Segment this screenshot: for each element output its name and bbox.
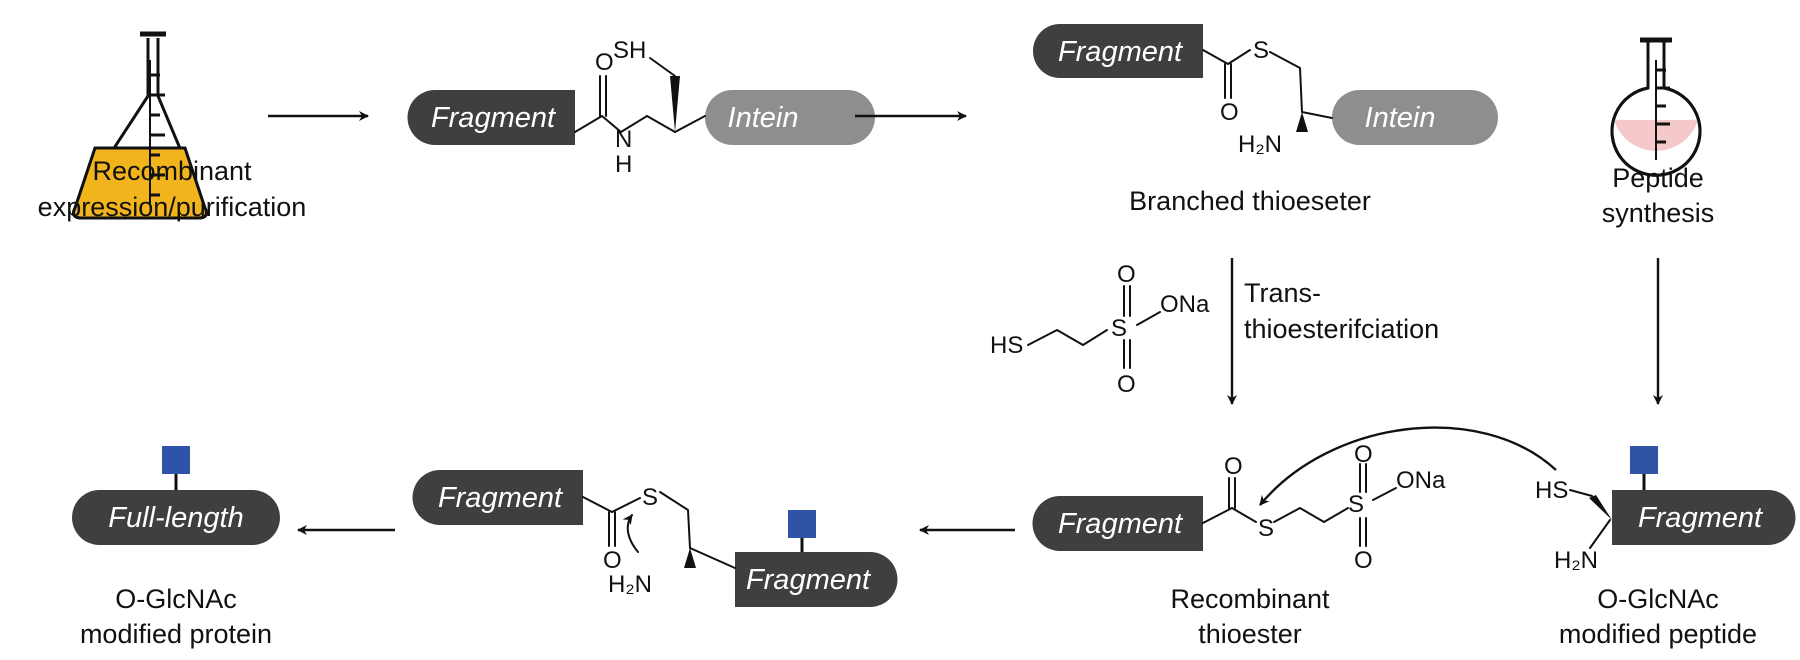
- intein-pill-label: Intein: [1365, 102, 1436, 134]
- mesna-reagent: HS S O O ONa: [990, 261, 1210, 398]
- fragment-pill-label: Fragment: [746, 564, 872, 596]
- oglcnac-peptide: Fragment HS H₂N: [1535, 446, 1796, 574]
- chem-O: O: [603, 547, 622, 574]
- chem-S: S: [1111, 315, 1127, 342]
- fragment-pill: [735, 552, 898, 607]
- ligation-intermediate: Fragment Fragment S O H₂N: [412, 470, 898, 607]
- oglcnac-peptide-label-1: O-GlcNAc: [1597, 584, 1719, 614]
- curved-arrow-ligation: [1259, 426, 1557, 506]
- chem-SH: SH: [613, 37, 646, 64]
- recombinant-thioester-label-2: thioester: [1198, 619, 1302, 649]
- glcnac-square: [788, 510, 816, 538]
- chem-H: H: [615, 151, 632, 178]
- oglcnac-protein-label-2: modified protein: [80, 619, 272, 649]
- chem-O: O: [1220, 99, 1239, 126]
- chem-O: O: [1117, 261, 1136, 288]
- chem-ONa: ONa: [1396, 467, 1446, 494]
- chem-HS: HS: [990, 332, 1023, 359]
- intein-pill: [705, 90, 875, 145]
- peptide-synthesis-label-2: synthesis: [1602, 198, 1715, 228]
- recombinant-expression-label-1: Recombinant: [92, 156, 252, 186]
- full-length-protein: Full-length: [72, 446, 280, 545]
- chem-O: O: [1354, 547, 1373, 574]
- chem-ONa: ONa: [1160, 291, 1210, 318]
- round-bottom-flask-icon: [1610, 37, 1702, 177]
- recombinant-thioester-label-1: Recombinant: [1170, 584, 1330, 614]
- full-length-pill-label: Full-length: [108, 502, 243, 534]
- full-length-pill: [72, 490, 280, 545]
- oglcnac-protein-label-1: O-GlcNAc: [115, 584, 237, 614]
- intein-pill-label: Intein: [728, 102, 799, 134]
- fragment-pill-label: Fragment: [1058, 36, 1184, 68]
- fragment-pill: [412, 470, 583, 525]
- chem-N: N: [615, 126, 632, 153]
- chem-HS: HS: [1535, 477, 1568, 504]
- fragment-pill: [407, 90, 575, 145]
- fragment-pill-label: Fragment: [1638, 502, 1764, 534]
- branched-thioester-label: Branched thioeseter: [1129, 186, 1371, 216]
- glcnac-square: [162, 446, 190, 474]
- chem-S: S: [642, 484, 658, 511]
- fragment-pill: [1033, 24, 1203, 78]
- intein-pill: [1332, 90, 1498, 145]
- transthioesterification-label-1: Trans-: [1244, 278, 1321, 308]
- chem-O: O: [1354, 441, 1373, 468]
- fragment-pill-label: Fragment: [438, 482, 564, 514]
- transthioesterification-label-2: thioesterifciation: [1244, 314, 1439, 344]
- glcnac-square: [1630, 446, 1658, 474]
- fragment-pill-label: Fragment: [431, 102, 557, 134]
- recombinant-expression-label-2: expression/purification: [38, 192, 307, 222]
- branched-thioester: Fragment Intein S O H₂N: [1033, 24, 1498, 158]
- peptide-synthesis-label-1: Peptide: [1612, 163, 1704, 193]
- chem-S: S: [1348, 491, 1364, 518]
- fragment-pill: [1612, 490, 1796, 545]
- fragment-pill-label: Fragment: [1058, 508, 1184, 540]
- chem-H2N: H₂N: [1554, 547, 1598, 574]
- chem-S: S: [1253, 37, 1269, 64]
- chem-S: S: [1258, 515, 1274, 542]
- fragment-pill: [1032, 496, 1203, 551]
- chem-O: O: [595, 49, 614, 76]
- fragment-intein-fusion: Fragment Intein SH O N H: [407, 37, 875, 178]
- chem-H2N: H₂N: [608, 571, 652, 598]
- recombinant-thioester: Fragment O S S O O ONa: [1032, 441, 1446, 574]
- oglcnac-peptide-label-2: modified peptide: [1559, 619, 1757, 649]
- chem-O: O: [1117, 371, 1136, 398]
- chem-O: O: [1224, 453, 1243, 480]
- erlenmeyer-flask-icon: [72, 31, 208, 220]
- chem-H2N: H₂N: [1238, 131, 1282, 158]
